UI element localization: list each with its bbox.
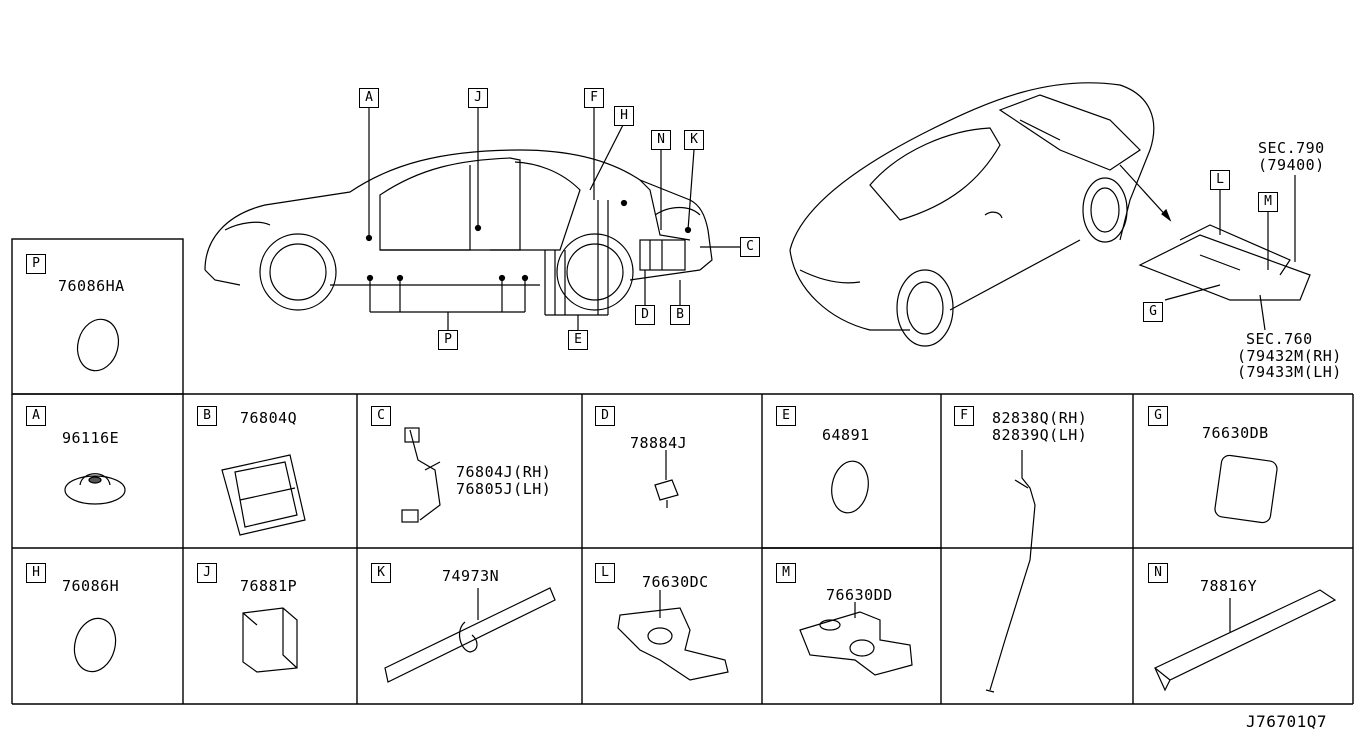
cell-letter-p: P — [26, 254, 46, 274]
callout-e: E — [568, 330, 588, 350]
section-760-line3: (79433M(LH) — [1237, 363, 1342, 381]
part-number-d: 78884J — [630, 434, 688, 452]
side-view-car — [204, 105, 740, 330]
part-number-b: 76804Q — [240, 409, 298, 427]
cell-letter-b: B — [197, 406, 217, 426]
section-760-line1: SEC.760 — [1246, 330, 1313, 348]
cell-letter-c: C — [371, 406, 391, 426]
callout-d: D — [635, 305, 655, 325]
cell-letter-d: D — [595, 406, 615, 426]
cell-letter-j: J — [197, 563, 217, 583]
section-760-line2: (79432M(RH) — [1237, 347, 1342, 365]
part-number-h: 76086H — [62, 577, 120, 595]
callout-b: B — [670, 305, 690, 325]
callout-h: H — [614, 106, 634, 126]
cell-letter-l: L — [595, 563, 615, 583]
cell-letter-g: G — [1148, 406, 1168, 426]
section-790-line1: SEC.790 — [1258, 139, 1325, 157]
cell-letter-h: H — [26, 563, 46, 583]
part-number-f-rh: 82838Q(RH) — [992, 409, 1088, 427]
part-number-g: 76630DB — [1202, 424, 1269, 442]
callout-k: K — [684, 130, 704, 150]
perspective-view-car — [789, 82, 1311, 347]
part-number-p: 76086HA — [58, 277, 125, 295]
callout-g: G — [1143, 302, 1163, 322]
part-number-l: 76630DC — [642, 573, 709, 591]
part-drawings — [64, 318, 1337, 693]
callout-l: L — [1210, 170, 1230, 190]
cell-letter-n: N — [1148, 563, 1168, 583]
part-number-a: 96116E — [62, 429, 120, 447]
cell-letter-e: E — [776, 406, 796, 426]
callout-a: A — [359, 88, 379, 108]
part-number-m: 76630DD — [826, 586, 893, 604]
diagram-id: J76701Q7 — [1246, 712, 1328, 731]
part-number-n: 78816Y — [1200, 577, 1258, 595]
callout-c: C — [740, 237, 760, 257]
callout-p: P — [438, 330, 458, 350]
cell-letter-k: K — [371, 563, 391, 583]
parts-grid — [11, 238, 1354, 705]
part-number-c-rh: 76804J(RH) — [456, 463, 552, 481]
part-number-f-lh: 82839Q(LH) — [992, 426, 1088, 444]
part-number-k: 74973N — [442, 567, 500, 585]
part-number-j: 76881P — [240, 577, 298, 595]
callout-f: F — [584, 88, 604, 108]
cell-letter-a: A — [26, 406, 46, 426]
callout-m: M — [1258, 192, 1278, 212]
part-number-e: 64891 — [822, 426, 870, 444]
cell-letter-m: M — [776, 563, 796, 583]
part-number-c-lh: 76805J(LH) — [456, 480, 552, 498]
callout-j: J — [468, 88, 488, 108]
section-790-line2: (79400) — [1258, 156, 1325, 174]
cell-letter-f: F — [954, 406, 974, 426]
callout-n: N — [651, 130, 671, 150]
